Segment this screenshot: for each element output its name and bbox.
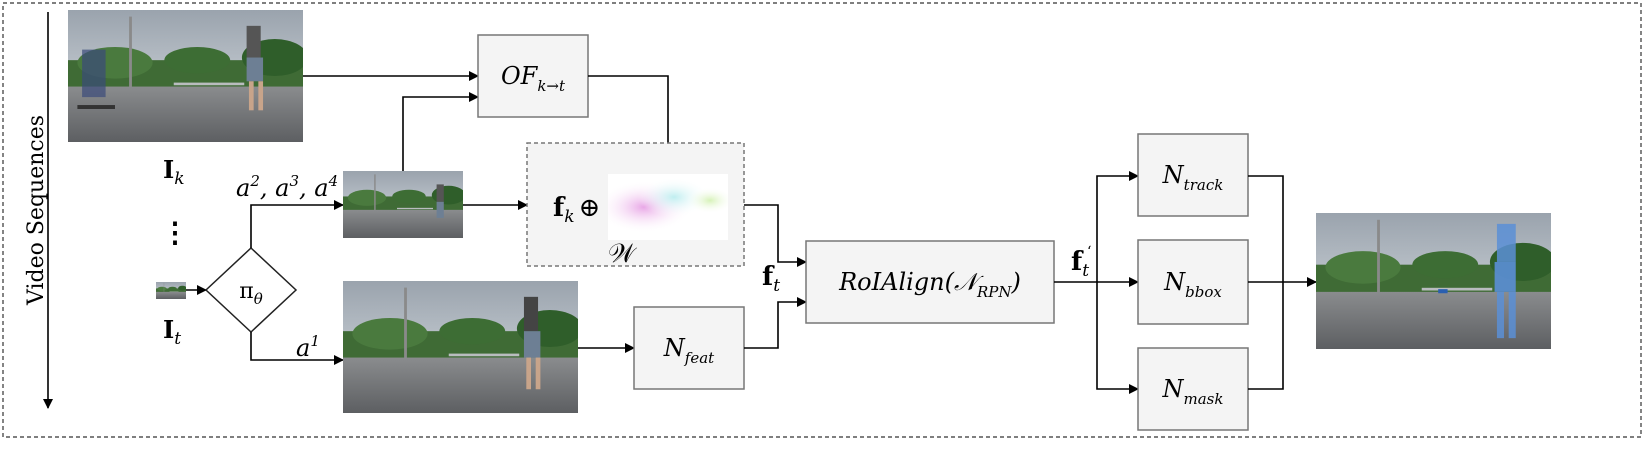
policy-label: πθ [239, 279, 263, 308]
arrow-small-to-of [402, 92, 479, 171]
frame-k-image [68, 10, 303, 142]
feature-t-prime-label: ft‘ [1071, 244, 1091, 281]
nfeat-box [633, 306, 745, 390]
warp-W-label: 𝒲 [608, 239, 638, 269]
nbbox-label: Nbbox [1163, 268, 1222, 301]
outer-frame [2, 2, 1642, 438]
nmask-box [1137, 347, 1249, 431]
ntrack-label: Ntrack [1162, 161, 1224, 194]
actions-234-label: a2, a3, a4 [236, 172, 338, 202]
feature-k-label: fk⊕ [553, 193, 600, 227]
current-frame-image [343, 281, 578, 413]
output-segmentation-image [1316, 213, 1551, 349]
flow-green-region [608, 174, 728, 240]
action-1-label: a1 [296, 332, 320, 362]
arrow-roi-to-ntrack [1096, 171, 1139, 282]
ntrack-box [1137, 133, 1249, 217]
roialign-label: RoIAlign(𝒩RPN) [838, 268, 1021, 301]
optical-flow-label: OFk→t [501, 62, 566, 95]
roialign-box [805, 240, 1055, 324]
nbbox-box [1137, 239, 1249, 325]
nfeat-label: Nfeat [663, 334, 715, 367]
ellipsis-dots: ⋮ [161, 216, 189, 249]
nmask-label: Nmask [1162, 375, 1224, 408]
feature-t-label: ft [762, 262, 780, 296]
frame-t-thumbnail [156, 282, 186, 299]
arrow-policy-down [250, 332, 344, 365]
video-sequences-label: Video Sequences [24, 115, 49, 306]
arrow-policy-up [250, 200, 344, 248]
arrow-warp-to-roi [744, 204, 807, 267]
arrow-nfeat-to-roi [744, 297, 807, 349]
arrow-roi-to-nmask [1096, 282, 1139, 394]
frame-t-label: It [163, 315, 181, 349]
frame-k-label: Ik [163, 155, 185, 189]
keyframe-small-image [343, 171, 463, 238]
